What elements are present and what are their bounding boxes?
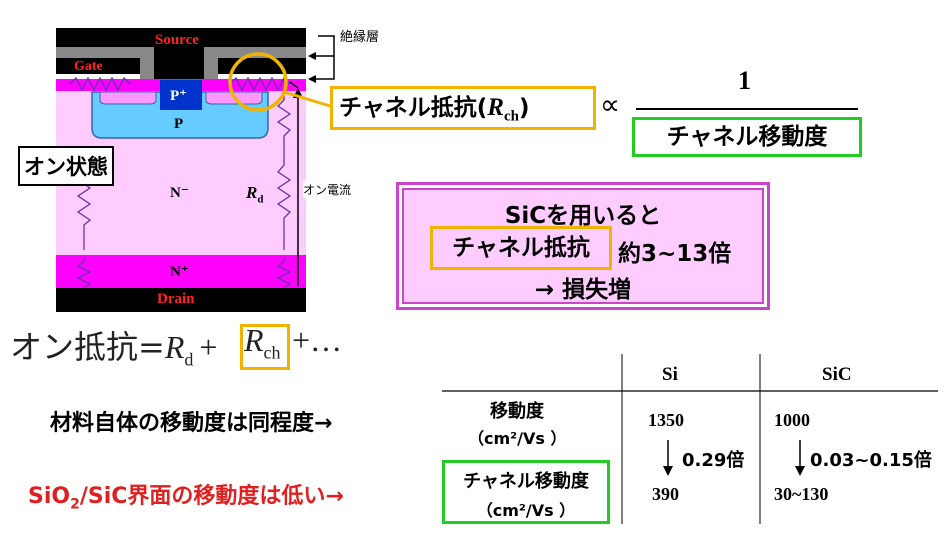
channel-resistance-symbol: R bbox=[487, 94, 504, 121]
si-ratio-label: 0.29倍 bbox=[682, 450, 745, 471]
rd-term: R bbox=[164, 329, 185, 365]
drain-label: Drain bbox=[157, 291, 195, 307]
row1-sic-value: 1000 bbox=[774, 410, 810, 430]
sic-ratio-arrow bbox=[795, 466, 805, 476]
gate-electrode-left bbox=[56, 58, 140, 74]
col-header-sic: SiC bbox=[822, 364, 852, 385]
row2-label-box: チャネル移動度 （cm²/Vs ） bbox=[442, 460, 610, 524]
on-current-label: オン電流 bbox=[303, 181, 352, 198]
source-metal bbox=[56, 28, 306, 50]
rch-term-main: R bbox=[244, 322, 264, 358]
on-state-label: オン状態 bbox=[18, 146, 114, 186]
interface-mobility-note: SiO2/SiC界面の移動度は低い→ bbox=[28, 478, 344, 512]
interface-prefix: SiO bbox=[28, 484, 71, 509]
interface-rest: /SiC界面の移動度は低い→ bbox=[79, 484, 344, 509]
channel-mobility-box: チャネル移動度 bbox=[632, 117, 862, 157]
rch-term-box bbox=[240, 324, 290, 370]
n-plus-region bbox=[56, 255, 306, 289]
highlight-connector bbox=[283, 90, 331, 108]
resistor-drift-right bbox=[276, 96, 292, 250]
insulator-bracket bbox=[314, 35, 335, 80]
p-label: P bbox=[174, 116, 184, 132]
gate-label: Gate bbox=[74, 59, 103, 74]
channel-resistance-box: チャネル抵抗(Rch) bbox=[330, 86, 596, 130]
row2-label-line2: （cm²/Vs ） bbox=[476, 501, 576, 520]
fraction-line bbox=[636, 108, 858, 110]
sic-callout-box bbox=[396, 182, 770, 310]
sic-line3: → 損失増 bbox=[534, 277, 632, 303]
proportional-symbol: ∝ bbox=[600, 88, 621, 121]
row2-si-value: 390 bbox=[652, 484, 679, 504]
insulator-label: 絶縁層 bbox=[340, 30, 380, 45]
row1-label-line1: 移動度 bbox=[490, 401, 544, 422]
rd-label-sub: d bbox=[257, 193, 264, 206]
fraction-numerator: 1 bbox=[738, 66, 751, 95]
p-plus-label: P⁺ bbox=[170, 88, 188, 104]
plus-sign-1: + bbox=[199, 329, 218, 365]
p-plus-region bbox=[160, 80, 202, 110]
rch-term: Rch bbox=[244, 322, 281, 363]
sic-line2-rest: 約3~13倍 bbox=[618, 241, 732, 267]
rd-term-sub: d bbox=[184, 349, 194, 370]
col-header-si: Si bbox=[662, 364, 678, 385]
n-minus-label: N⁻ bbox=[170, 185, 189, 201]
sic-ratio-label: 0.03~0.15倍 bbox=[810, 450, 932, 471]
formula-tail: +… bbox=[292, 322, 343, 358]
row2-sic-value: 30~130 bbox=[774, 484, 829, 504]
channel-highlight-ellipse bbox=[228, 52, 288, 112]
resistor-channel-left bbox=[69, 76, 131, 92]
interface-subscript: 2 bbox=[70, 496, 80, 513]
on-resistance-prefix: オン抵抗= bbox=[10, 328, 165, 366]
rch-term-sub: ch bbox=[263, 342, 281, 363]
sic-line1: SiCを用いると bbox=[504, 203, 662, 229]
resistor-channel-right bbox=[229, 76, 291, 92]
n-plus-label: N⁺ bbox=[170, 264, 189, 280]
si-ratio-arrow bbox=[663, 466, 673, 476]
row1-si-value: 1350 bbox=[648, 410, 684, 430]
row1-label-line2: （cm²/Vs ） bbox=[468, 429, 567, 448]
rd-label: Rd bbox=[246, 183, 263, 205]
row2-label-line1: チャネル移動度 bbox=[463, 471, 589, 492]
channel-resistance-close: ) bbox=[518, 95, 530, 121]
drain-metal bbox=[56, 288, 306, 312]
rd-label-main: R bbox=[246, 183, 258, 202]
on-resistance-formula: オン抵抗=Rd+ bbox=[10, 322, 217, 370]
source-label: Source bbox=[155, 32, 199, 48]
channel-resistance-text: チャネル抵抗( bbox=[339, 95, 488, 121]
sic-channel-resistance-box: チャネル抵抗 bbox=[430, 226, 612, 270]
material-mobility-note: 材料自体の移動度は同程度→ bbox=[50, 411, 333, 436]
channel-resistance-subscript: ch bbox=[503, 108, 519, 125]
